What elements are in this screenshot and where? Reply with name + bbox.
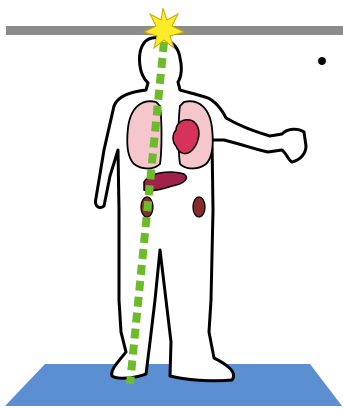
bullet-point <box>318 57 326 65</box>
kidney-right <box>193 197 205 217</box>
